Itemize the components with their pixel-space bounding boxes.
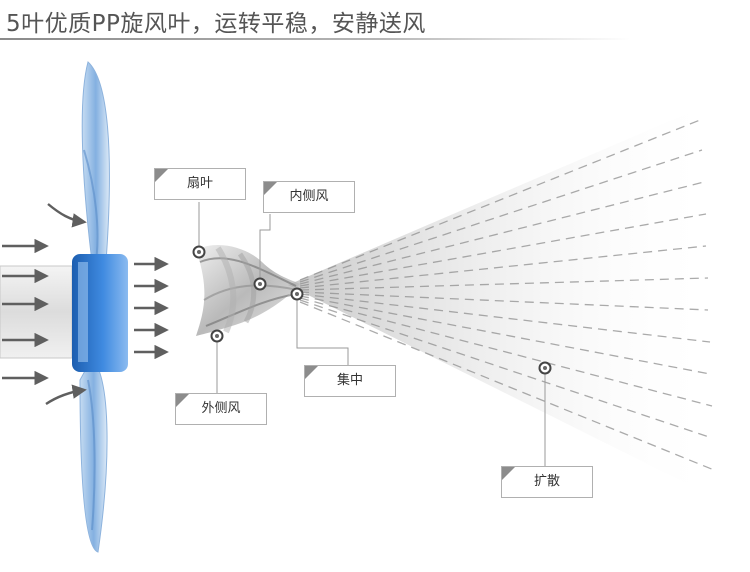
callout-outer-wind: 外侧风	[175, 393, 267, 425]
callout-spread: 扩散	[501, 466, 593, 498]
callout-blade: 扇叶	[154, 168, 246, 200]
callout-leaders	[198, 202, 546, 466]
airflow-cone	[288, 108, 720, 500]
fan-blades	[79, 61, 110, 553]
page-title: 5叶优质PP旋风叶，运转平稳，安静送风	[6, 11, 426, 37]
motor-shaft	[0, 265, 73, 359]
callout-inner-wind: 内侧风	[263, 181, 355, 213]
fan-hub	[72, 254, 128, 372]
twisted-airflow	[196, 245, 300, 336]
output-arrows	[134, 256, 169, 360]
intake-arrows	[2, 238, 49, 386]
curved-intake-arrows	[45, 203, 87, 405]
title-divider	[0, 38, 630, 40]
callout-focus: 集中	[304, 365, 396, 397]
